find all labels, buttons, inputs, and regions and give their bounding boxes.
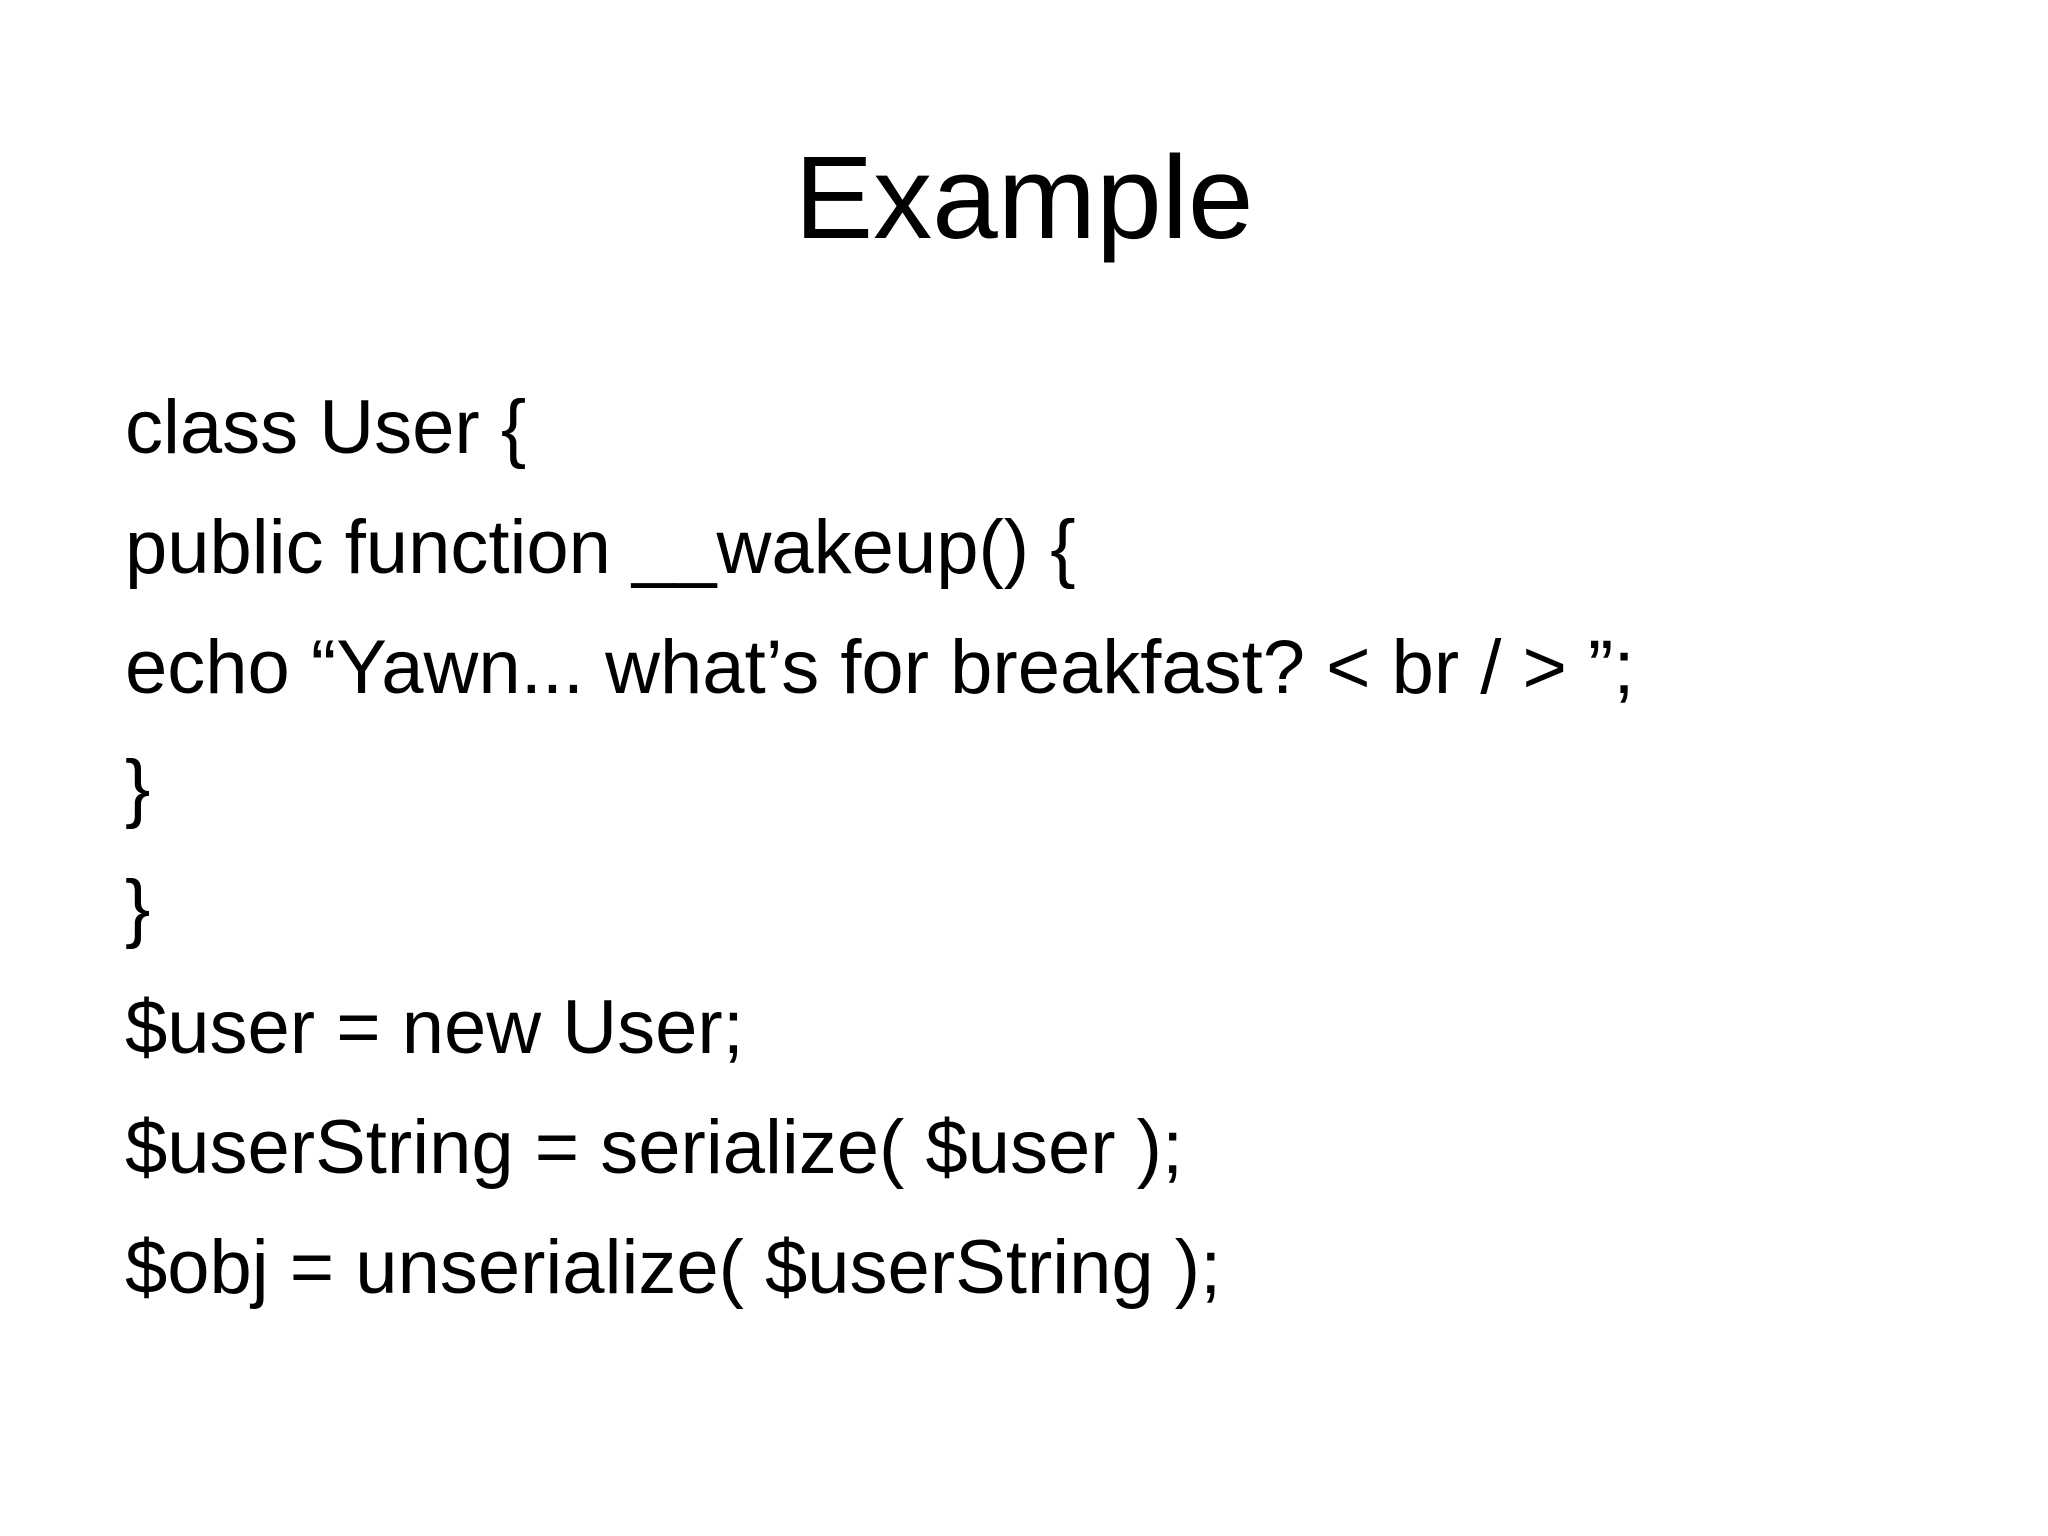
code-line-1: class User { <box>125 385 527 470</box>
code-line-3: echo “Yawn... what’s for breakfast? < br… <box>125 625 1635 710</box>
code-block: class User { public function __wakeup() … <box>125 368 1975 1328</box>
code-line-7: $userString = serialize( $user ); <box>125 1105 1184 1190</box>
code-line-2: public function __wakeup() { <box>125 505 1076 590</box>
code-line-6: $user = new User; <box>125 985 744 1070</box>
code-line-8: $obj = unserialize( $userString ); <box>125 1225 1222 1310</box>
code-line-4: } <box>125 745 151 830</box>
code-line-5: } <box>125 865 151 950</box>
slide-title: Example <box>794 132 1254 264</box>
